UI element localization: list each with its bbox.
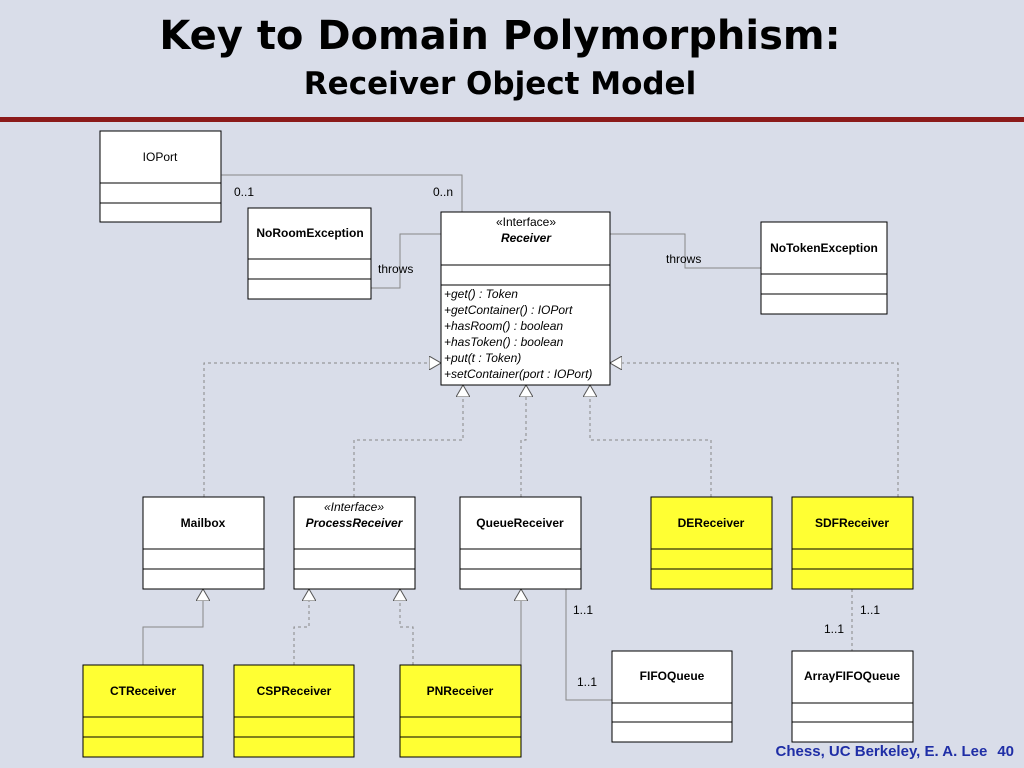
receiver-method: +put(t : Token): [444, 351, 521, 365]
throws-label-left: throws: [378, 262, 413, 276]
receiver-method: +getContainer() : IOPort: [444, 303, 573, 317]
footer-credit: Chess, UC Berkeley, E. A. Lee: [775, 743, 988, 760]
throws-noroom-link: [371, 233, 441, 289]
class-fifoqueue: [611, 650, 733, 743]
processreceiver-stereotype: «Interface»: [324, 500, 384, 514]
class-cspreceiver: [233, 664, 355, 758]
noroomexception-name: NoRoomException: [256, 226, 363, 240]
connectors: [142, 171, 899, 701]
receiver-method: +setContainer(port : IOPort): [444, 367, 592, 381]
class-arrayfifoqueue: [791, 650, 914, 743]
ctreceiver-name: CTReceiver: [110, 684, 176, 698]
class-pnreceiver: [399, 664, 522, 758]
receiver-method: +hasToken() : boolean: [444, 335, 564, 349]
slide-title: Key to Domain Polymorphism:: [159, 13, 841, 59]
processreceiver-generalization: [353, 385, 463, 497]
cspreceiver-realization: [293, 589, 309, 665]
pnreceiver-generalization-queue: [490, 589, 521, 666]
sdfreceiver-realization: [610, 363, 899, 497]
fifoqueue-name: FIFOQueue: [640, 669, 705, 683]
ctreceiver-generalization: [142, 589, 203, 665]
pnreceiver-realization-process: [400, 589, 414, 665]
processreceiver-name: ProcessReceiver: [306, 516, 404, 530]
slide-footer: Chess, UC Berkeley, E. A. Lee 40: [766, 743, 1014, 760]
class-ctreceiver: [82, 664, 204, 758]
cspreceiver-name: CSPReceiver: [257, 684, 332, 698]
ioport-name: IOPort: [143, 150, 178, 164]
queue-multiplicity-top-label: 1..1: [573, 603, 593, 617]
sdfreceiver-name: SDFReceiver: [815, 516, 889, 530]
interface-receiver: [440, 211, 611, 386]
queuereceiver-name: QueueReceiver: [476, 516, 564, 530]
mailbox-realization: [203, 363, 441, 497]
class-noroomexception: [247, 207, 372, 300]
throws-label-right: throws: [666, 252, 701, 266]
ioport-multiplicity-label: 0..1: [234, 185, 254, 199]
notokenexception-name: NoTokenException: [770, 241, 878, 255]
class-dereceiver: [650, 496, 773, 590]
receiver-name: Receiver: [501, 231, 552, 245]
receiver-method: +hasRoom() : boolean: [444, 319, 563, 333]
dereceiver-name: DEReceiver: [678, 516, 745, 530]
throws-notoken-link: [610, 233, 761, 269]
class-queuereceiver: [459, 496, 582, 590]
interface-processreceiver: [293, 496, 416, 590]
pnreceiver-name: PNReceiver: [427, 684, 494, 698]
receiver-method: +get() : Token: [444, 287, 518, 301]
ioport-receiver-association: [208, 171, 463, 212]
class-mailbox: [142, 496, 265, 590]
page-number: 40: [997, 743, 1014, 760]
dereceiver-realization: [590, 385, 712, 497]
receiver-stereotype: «Interface»: [496, 215, 556, 229]
slide-subtitle: Receiver Object Model: [303, 66, 697, 102]
class-sdfreceiver: [791, 496, 914, 590]
mailbox-name: Mailbox: [181, 516, 226, 530]
queue-multiplicity-bottom-label: 1..1: [577, 675, 597, 689]
class-notokenexception: [760, 221, 888, 315]
queuereceiver-fifoqueue-association: [565, 589, 612, 701]
class-ioport: [99, 130, 222, 223]
sdf-multiplicity-top-label: 1..1: [860, 603, 880, 617]
queuereceiver-realization: [521, 385, 526, 497]
sdf-multiplicity-bottom-label: 1..1: [824, 622, 844, 636]
title-divider: [0, 117, 1024, 122]
arrayfifoqueue-name: ArrayFIFOQueue: [804, 669, 900, 683]
receiver-multiplicity-label: 0..n: [433, 185, 453, 199]
